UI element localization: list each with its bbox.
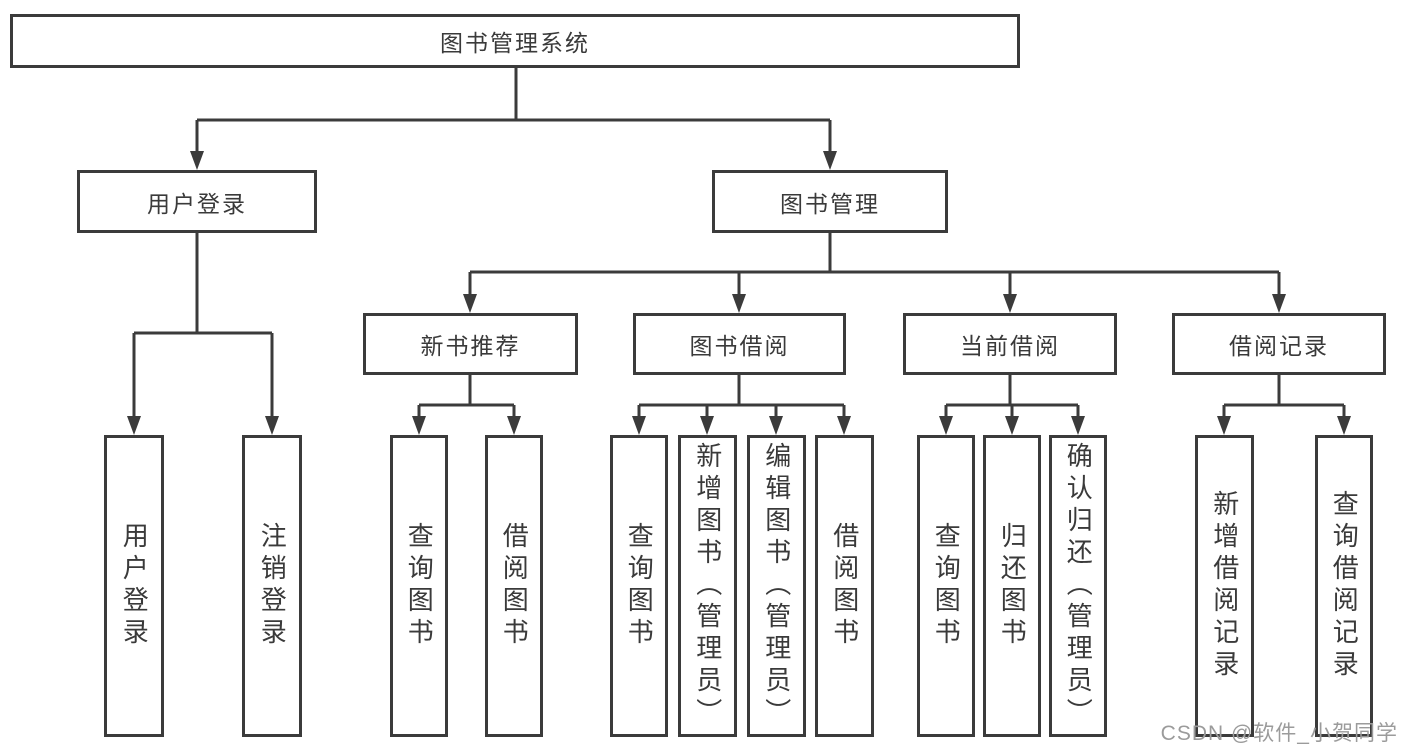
leaf-edit-book-admin: 编辑图书（管理员）: [747, 435, 806, 737]
leaf-return-book-label: 归还图书: [997, 522, 1028, 650]
leaf-add-book-admin: 新增图书（管理员）: [678, 435, 737, 737]
node-book-management-label: 图书管理: [780, 190, 880, 217]
leaf-borrow-books-borrow-label: 借阅图书: [829, 522, 860, 650]
leaf-borrow-books-recommend-label: 借阅图书: [499, 522, 530, 650]
node-new-book-recommend-label: 新书推荐: [420, 333, 521, 359]
node-book-borrow: 图书借阅: [633, 313, 846, 375]
node-root: 图书管理系统: [10, 14, 1020, 68]
leaf-borrow-books-recommend: 借阅图书: [485, 435, 543, 737]
leaf-add-book-admin-label: 新增图书（管理员）: [692, 442, 723, 730]
leaf-query-borrow-record: 查询借阅记录: [1315, 435, 1373, 737]
leaf-confirm-return-admin-label: 确认归还（管理员）: [1063, 442, 1094, 730]
leaf-add-borrow-record: 新增借阅记录: [1195, 435, 1254, 737]
leaf-query-books-borrow-label: 查询图书: [624, 522, 655, 650]
node-root-label: 图书管理系统: [440, 30, 590, 56]
leaf-query-books-current: 查询图书: [917, 435, 975, 737]
leaf-query-borrow-record-label: 查询借阅记录: [1329, 490, 1360, 682]
node-user-login: 用户登录: [77, 170, 317, 233]
leaf-query-books-recommend-label: 查询图书: [404, 522, 435, 650]
leaf-edit-book-admin-label: 编辑图书（管理员）: [761, 442, 792, 730]
node-borrow-records-label: 借阅记录: [1229, 333, 1329, 359]
leaf-logout: 注销登录: [242, 435, 302, 737]
leaf-borrow-books-borrow: 借阅图书: [815, 435, 874, 737]
node-current-borrow: 当前借阅: [903, 313, 1117, 375]
node-book-management: 图书管理: [712, 170, 948, 233]
leaf-confirm-return-admin: 确认归还（管理员）: [1049, 435, 1107, 737]
node-book-borrow-label: 图书借阅: [689, 333, 790, 359]
leaf-user-login: 用户登录: [104, 435, 164, 737]
node-current-borrow-label: 当前借阅: [960, 333, 1060, 359]
connector-paths: [132, 68, 1346, 421]
leaf-query-books-current-label: 查询图书: [931, 522, 962, 650]
leaf-logout-label: 注销登录: [257, 522, 288, 650]
node-user-login-label: 用户登录: [147, 190, 247, 217]
leaf-query-books-borrow: 查询图书: [610, 435, 668, 737]
watermark: CSDN @软件_小贺同学: [1160, 722, 1398, 745]
leaf-query-books-recommend: 查询图书: [390, 435, 448, 737]
node-new-book-recommend: 新书推荐: [363, 313, 578, 375]
node-borrow-records: 借阅记录: [1172, 313, 1386, 375]
leaf-user-login-label: 用户登录: [119, 522, 150, 650]
leaf-add-borrow-record-label: 新增借阅记录: [1209, 490, 1240, 682]
leaf-return-book: 归还图书: [983, 435, 1041, 737]
